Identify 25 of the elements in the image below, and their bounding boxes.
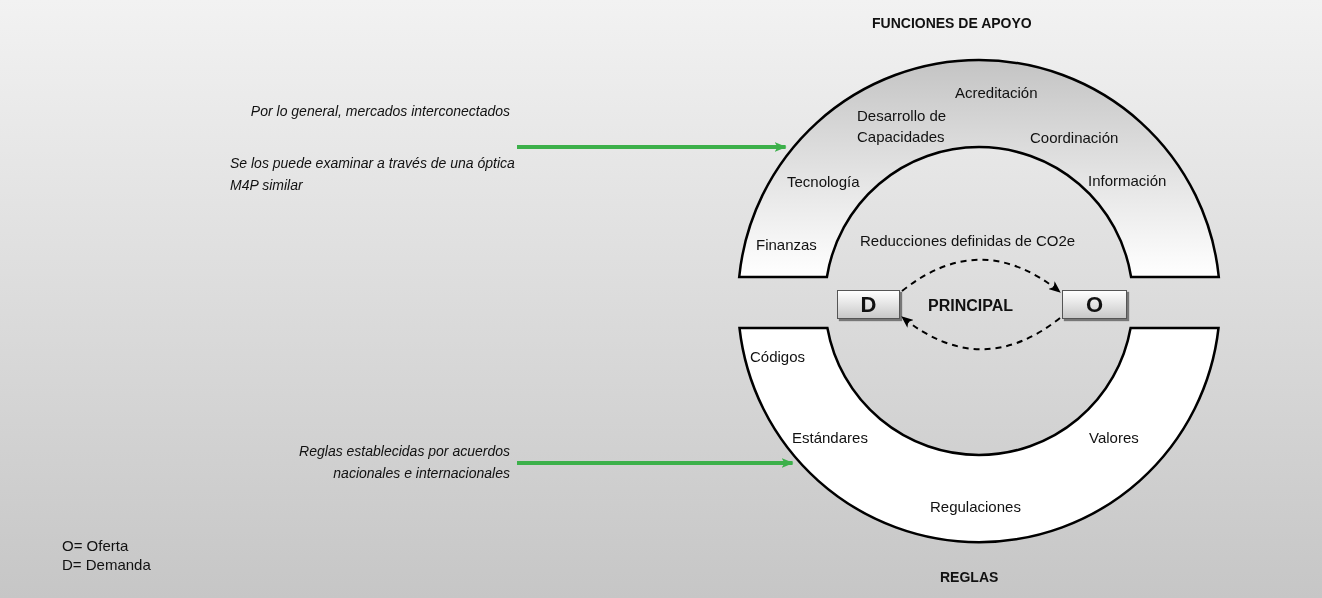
legend-note: O= Oferta [62,537,129,555]
arch-title: FUNCIONES DE APOYO [872,14,1032,32]
rule-label: Valores [1089,429,1139,447]
arrow [901,316,1061,351]
letter-box: D [837,290,900,319]
function-label: Información [1088,172,1167,190]
function-label: Acreditación [955,84,1038,102]
rule-label: Códigos [750,348,806,366]
center-title: PRINCIPAL [928,297,1014,315]
arch-title: REGLAS [940,568,999,586]
intro-note: Por lo general, mercados interconectados [249,102,510,121]
arrow [517,142,787,152]
rules-note: Reglas establecidas por acuerdos nacionales e internacionales [298,442,510,483]
rule-label: Regulaciones [930,498,1021,516]
arrow [901,258,1061,293]
arrow [517,458,794,468]
legend-note: D= Demanda [62,556,151,574]
intro-note: Se los puede examinar a través de una óptica M4P similar [230,154,515,195]
function-label: Finanzas [756,236,817,254]
letter-box: O [1062,290,1127,319]
center-label: Reducciones definidas de CO2e [860,232,1076,250]
function-label: Coordinación [1030,129,1119,147]
rule-label: Estándares [792,429,868,447]
function-label: Tecnología [787,173,860,191]
function-label: Desarrollo de Capacidades [857,106,948,147]
